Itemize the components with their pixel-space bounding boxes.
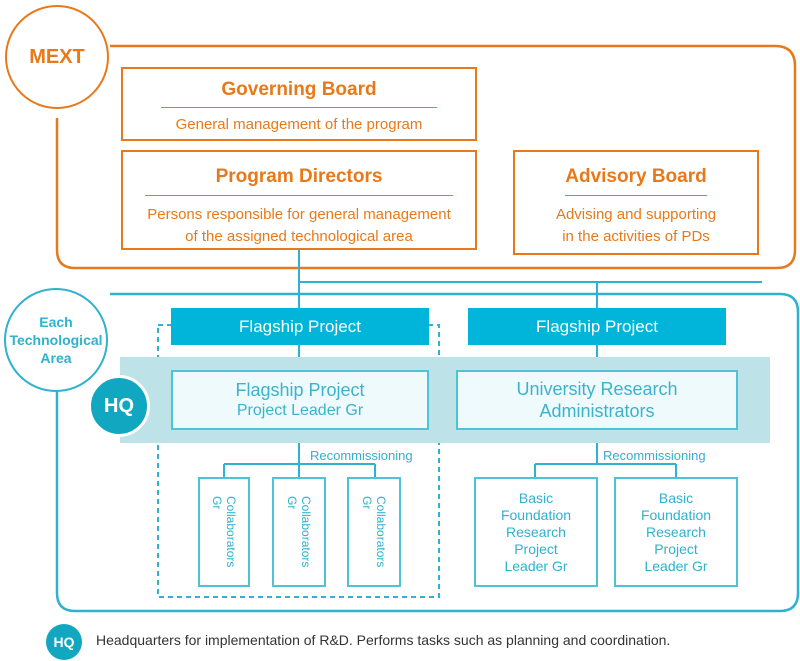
basic-foundation-group-box: Basic Foundation Research Project Leader… — [614, 477, 738, 587]
collaborators-label: Collaborators Gr — [285, 496, 313, 568]
program-directors-line1: Persons responsible for general manageme… — [147, 206, 451, 223]
hq-badge-label: HQ — [104, 394, 134, 417]
hq-badge: HQ — [88, 375, 150, 437]
legend-hq-icon: HQ — [46, 624, 82, 660]
mext-circle: MEXT — [5, 5, 109, 109]
ura-box: University Research Administrators — [456, 370, 738, 430]
legend-hq-badge-label: HQ — [53, 634, 75, 650]
program-directors-line2: of the assigned technological area — [185, 228, 413, 245]
area-label: Each Technological Area — [9, 314, 103, 366]
program-directors-title: Program Directors — [215, 166, 383, 187]
area-region-outline — [55, 292, 800, 613]
divider — [161, 107, 437, 108]
recommissioning-label-right: Recommissioning — [603, 448, 706, 463]
legend-text: Headquarters for implementation of R&D. … — [96, 632, 671, 648]
area-circle: Each Technological Area — [4, 288, 108, 392]
collaborators-box: Collaborators Gr — [347, 477, 401, 587]
flagship-project-header-left: Flagship Project — [171, 308, 429, 345]
collaborators-label: Collaborators Gr — [210, 496, 238, 568]
governing-board-title: Governing Board — [221, 79, 377, 100]
mext-region-outline — [55, 44, 797, 270]
collaborators-box: Collaborators Gr — [198, 477, 250, 587]
flagship-project-header-right: Flagship Project — [468, 308, 726, 345]
ura-line1: University Research — [516, 379, 678, 399]
divider — [565, 195, 707, 196]
basic-foundation-group-box: Basic Foundation Research Project Leader… — [474, 477, 598, 587]
governing-board-subtitle: General management of the program — [175, 116, 423, 133]
flagship-leader-line1: Flagship Project — [235, 380, 365, 400]
program-directors-box: Program Directors Persons responsible fo… — [121, 150, 477, 250]
collaborators-box: Collaborators Gr — [272, 477, 326, 587]
flagship-leader-box: Flagship Project Project Leader Gr — [171, 370, 429, 430]
advisory-board-box: Advisory Board Advising and supporting i… — [513, 150, 759, 255]
divider — [145, 195, 453, 196]
advisory-board-line2: in the activities of PDs — [562, 228, 710, 245]
recommissioning-label-left: Recommissioning — [310, 448, 413, 463]
mext-label: MEXT — [29, 45, 85, 68]
flagship-group-dashed-outline — [157, 324, 440, 598]
ura-line2: Administrators — [539, 401, 655, 421]
basic-foundation-group-label: Basic Foundation Research Project Leader… — [640, 489, 712, 574]
advisory-board-line1: Advising and supporting — [555, 206, 717, 223]
governing-board-box: Governing Board General management of th… — [121, 67, 477, 141]
flagship-leader-line2: Project Leader Gr — [236, 402, 364, 419]
collaborators-label: Collaborators Gr — [360, 496, 388, 568]
advisory-board-title: Advisory Board — [565, 166, 707, 187]
basic-foundation-group-label: Basic Foundation Research Project Leader… — [500, 489, 572, 574]
